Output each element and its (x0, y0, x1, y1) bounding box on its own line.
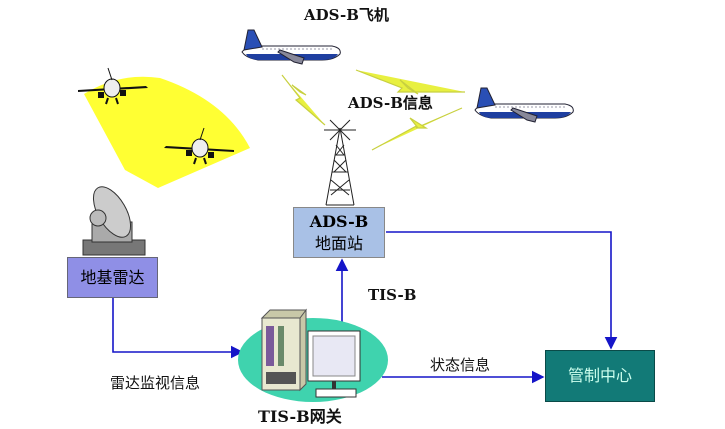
ads-b-aircraft-1-icon (241, 29, 341, 65)
ads-b-info-label: ADS-B信息 (348, 94, 433, 112)
ads-b-aircraft-2-icon (474, 87, 574, 123)
link-lines (112, 231, 618, 384)
tis-b-gateway-icon (238, 308, 388, 402)
tis-b-link-label: TIS-B (368, 286, 417, 304)
ads-b-aircraft-label: ADS-B飞机 (304, 6, 389, 24)
control-center-node: 管制中心 (545, 350, 655, 402)
status-info-label: 状态信息 (430, 356, 491, 374)
ground-station-line2: 地面站 (314, 233, 363, 253)
antenna-tower-icon (324, 119, 356, 206)
radar-dish-icon (82, 186, 146, 256)
radar-coverage-sector (84, 76, 250, 188)
signal-lightning-icons (281, 69, 465, 151)
ground-radar-label: 地基雷达 (80, 267, 145, 287)
control-center-label: 管制中心 (567, 366, 632, 385)
ground-station-line1: ADS-B (309, 211, 369, 231)
tis-b-gateway-label: TIS-B网关 (258, 407, 342, 426)
radar-surveillance-info-label: 雷达监视信息 (110, 374, 201, 392)
ads-b-ground-station-node: ADS-B 地面站 (293, 207, 385, 258)
ground-radar-node: 地基雷达 (67, 257, 158, 298)
